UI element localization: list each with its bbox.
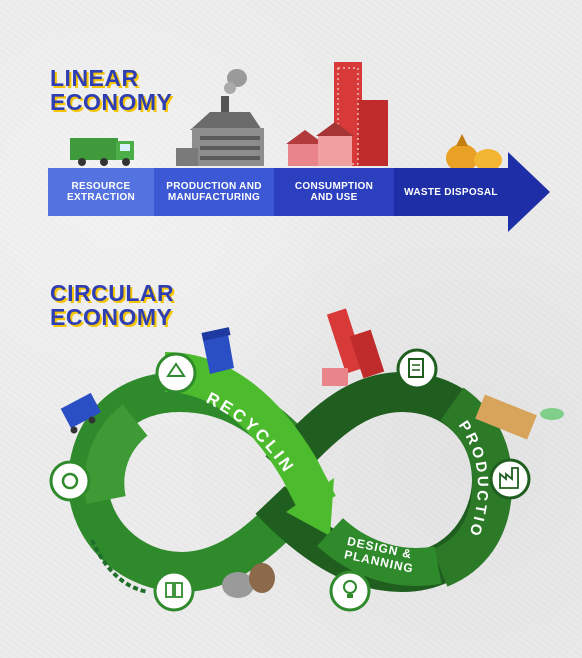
bins-icon [153,570,195,612]
factory-small-icon [489,458,531,500]
lightbulb-icon [329,570,371,612]
checklist-icon [396,348,438,390]
stage-2-line1: PRODUCTION AND [166,181,262,192]
waste-pile-icon [222,563,275,598]
chain-icon [90,539,149,594]
waste-bags-icon [446,134,502,172]
factory-tilted-icon [475,394,564,440]
design-planning-band [317,517,442,586]
blue-truck-icon [60,392,102,434]
factory-icon [176,69,264,166]
city-buildings-small-icon [322,308,385,386]
stage-3-line2: AND USE [310,192,358,203]
linear-title-line1: LINEAR [50,65,139,91]
stage-2-line2: MANUFACTURING [167,192,261,203]
circular-title-line1: CIRCULAR [50,280,175,306]
city-buildings-icon [286,62,388,166]
linear-arrow-head [508,152,550,232]
stage-3-line1: CONSUMPTION [294,181,374,192]
gear-hand-icon [49,460,91,502]
circular-economy-title: CIRCULAR ECONOMY [50,281,174,329]
linear-title-line2: ECONOMY [50,89,173,115]
linear-economy-title: LINEAR ECONOMY [50,66,172,114]
stage-1-line1: RESOURCE [71,181,131,192]
stage-1-line2: EXTRACTION [67,192,135,203]
recycle-icon [155,352,197,394]
recycling-bin-icon [201,327,234,374]
garbage-truck-icon [70,138,134,166]
stage-waste-disposal: WASTE DISPOSAL [394,168,508,216]
stage-4-line1: WASTE DISPOSAL [404,186,498,198]
circular-title-line2: ECONOMY [50,304,173,330]
